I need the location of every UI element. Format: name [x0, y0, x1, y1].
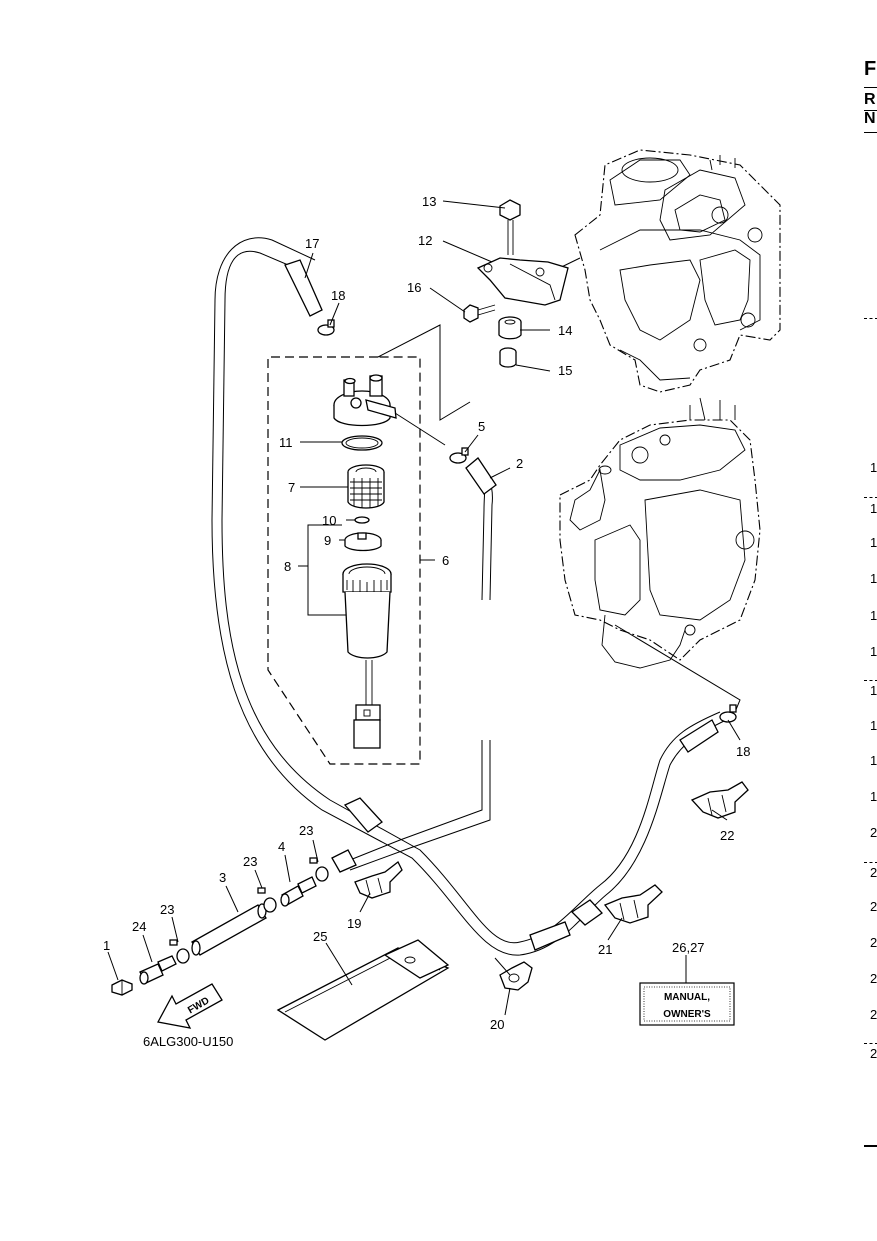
engine-upper-section [574, 149, 781, 393]
callout-4: 4 [278, 839, 285, 854]
bag-25 [276, 939, 450, 1041]
callout-26-27: 26,27 [672, 940, 705, 955]
edge-row: 2 [870, 935, 877, 950]
callout-8: 8 [284, 559, 291, 574]
edge-row: 2 [870, 1007, 877, 1022]
fitting-1 [111, 979, 133, 996]
callout-13: 13 [422, 194, 436, 209]
diagram-code: 6ALG300-U150 [143, 1034, 233, 1049]
edge-header-1: F [864, 58, 877, 80]
callout-12: 12 [418, 233, 432, 248]
edge-rule [864, 862, 877, 863]
manual-label-line2: OWNER'S [663, 1009, 711, 1020]
clamp-23b [257, 887, 277, 913]
filter-element-7 [347, 464, 385, 509]
holder-21 [603, 884, 663, 924]
edge-row: 2 [870, 971, 877, 986]
holder-20 [499, 961, 533, 991]
clip-10 [354, 516, 370, 524]
callout-23-mid: 23 [243, 854, 257, 869]
joint-24 [139, 955, 177, 985]
engine-lower-section [559, 397, 761, 669]
callout-7: 7 [288, 480, 295, 495]
callout-21: 21 [598, 942, 612, 957]
edge-row: 1 [870, 718, 877, 733]
callout-18-lower: 18 [736, 744, 750, 759]
callout-24: 24 [132, 919, 146, 934]
edge-row: 1 [870, 683, 877, 698]
grommet-14 [498, 316, 522, 340]
bolt-13 [499, 199, 521, 255]
edge-row: 1 [870, 753, 877, 768]
callout-22: 22 [720, 828, 734, 843]
edge-row: 1 [870, 608, 877, 623]
fuel-hose-main [221, 250, 721, 944]
callout-25: 25 [313, 929, 327, 944]
edge-row: 2 [870, 825, 877, 840]
holder-19 [354, 861, 403, 899]
callout-17: 17 [305, 236, 319, 251]
callout-23-low: 23 [160, 902, 174, 917]
clamp-5 [449, 447, 469, 464]
callout-19: 19 [347, 916, 361, 931]
edge-rule [864, 1043, 877, 1044]
edge-row: 2 [870, 1046, 877, 1061]
fwd-arrow-icon: FWD [157, 983, 223, 1029]
holder-22 [690, 781, 749, 819]
collar-15 [499, 347, 517, 368]
callout-15: 15 [558, 363, 572, 378]
edge-rule [864, 110, 877, 111]
bolt-16 [463, 304, 496, 323]
callout-16: 16 [407, 280, 421, 295]
callout-6: 6 [442, 553, 449, 568]
edge-row: 1 [870, 535, 877, 550]
callout-20: 20 [490, 1017, 504, 1032]
edge-row: 1 [870, 789, 877, 804]
edge-header-2: R [864, 91, 876, 108]
clamp-18-lower [719, 704, 737, 723]
callout-18-upper: 18 [331, 288, 345, 303]
edge-rule [864, 680, 877, 681]
edge-row: 1 [870, 644, 877, 659]
clamp-23a [169, 939, 190, 964]
hose-3 [191, 903, 267, 956]
edge-rule [864, 132, 877, 133]
edge-row: 1 [870, 571, 877, 586]
joint-4 [280, 876, 317, 907]
filter-assembly-box [267, 356, 421, 765]
leader-lines [107, 200, 741, 1016]
edge-row: 2 [870, 899, 877, 914]
filter-head [333, 374, 446, 446]
callout-5: 5 [478, 419, 485, 434]
callout-numbers: 13 12 16 14 15 17 18 11 7 10 9 8 6 5 2 1… [103, 194, 750, 1049]
callout-9: 9 [324, 533, 331, 548]
bracket-12 [476, 257, 569, 306]
float-9 [344, 532, 382, 552]
edge-header-3: N [864, 110, 876, 127]
callout-3: 3 [219, 870, 226, 885]
manual-label-line1: MANUAL, [664, 992, 710, 1003]
callout-14: 14 [558, 323, 572, 338]
filter-cup-8 [342, 563, 392, 749]
edge-rule [864, 318, 877, 319]
edge-row: 2 [870, 865, 877, 880]
clamp-23c [309, 857, 329, 882]
callout-2: 2 [516, 456, 523, 471]
callout-23-top: 23 [299, 823, 313, 838]
manual-box: MANUAL, OWNER'S [639, 982, 735, 1026]
callout-11: 11 [279, 435, 293, 450]
edge-rule [864, 87, 877, 88]
callout-1: 1 [103, 938, 110, 953]
hose-17 [284, 259, 323, 317]
edge-row: 1 [870, 501, 877, 516]
edge-row: 1 [870, 460, 877, 475]
edge-rule [864, 497, 877, 498]
edge-rule [864, 1145, 877, 1147]
callout-10: 10 [322, 513, 336, 528]
